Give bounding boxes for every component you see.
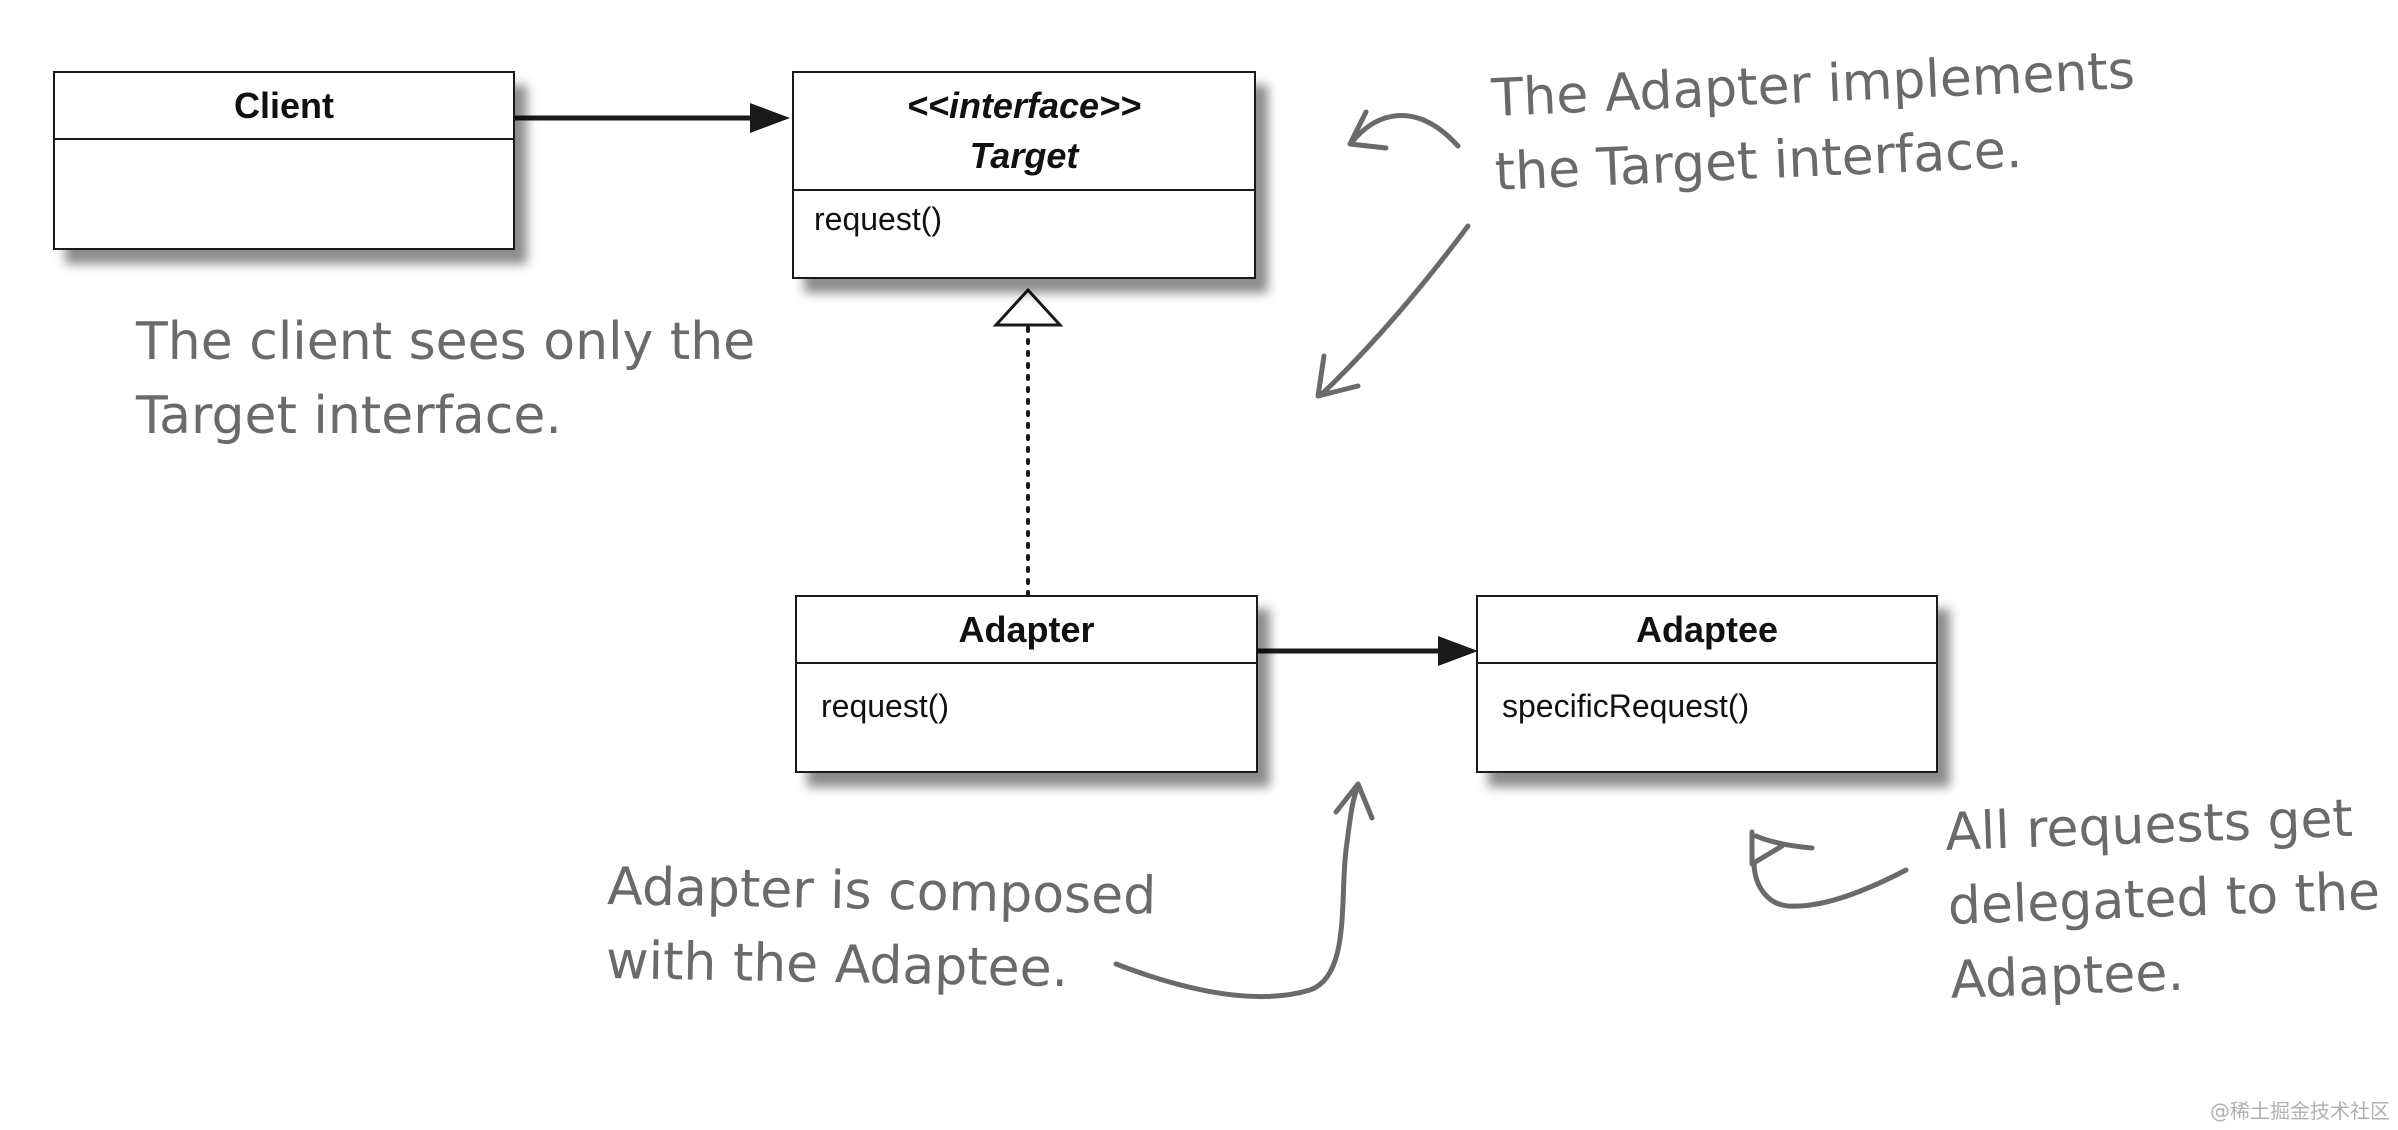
target-stereotype: <<interface>> [906,85,1142,126]
adapter-method-request: request() [821,688,950,724]
watermark: @稀土掘金技术社区 [2210,1099,2390,1123]
target-interface-name: Target [969,135,1079,176]
composed-curved-arrowhead [1333,781,1375,821]
adapter-class-header: Adapter [797,597,1256,664]
adapter-class-name: Adapter [958,608,1095,650]
composed-note-line-2: with the Adaptee. [605,930,1069,1000]
implements-curved-arrowhead [1347,109,1389,151]
implements-diagonal-arrowhead [1315,353,1361,399]
client-class-header: Client [55,73,513,140]
implements-diagonal-arrow [1319,223,1471,397]
delegated-curved-arrowhead [1749,829,1785,867]
adapter-to-adaptee-arrowhead [1438,636,1478,666]
delegated-arrow-stub [1753,833,1815,851]
client-class-body [55,140,513,168]
adapter-class-methods: request() [797,664,1256,749]
adaptee-class-methods: specificRequest() [1478,664,1936,749]
implements-curved-arrow [1349,113,1461,149]
target-interface-header: <<interface>> Target [794,73,1254,191]
adaptee-class-name: Adaptee [1635,608,1779,650]
client-note-line-2: Target interface. [136,386,562,446]
client-note-line-1: The client sees only the [136,312,756,372]
adapter-class-box: Adapter request() [795,595,1258,773]
target-interface-box: <<interface>> Target request() [792,71,1256,279]
composed-curved-arrow [1113,783,1361,1000]
adaptee-method-specific-request: specificRequest() [1502,688,1750,724]
client-class-box: Client [53,71,515,250]
client-to-target-arrowhead [750,103,790,133]
composed-note-line-1: Adapter is composed [606,856,1157,927]
adaptee-class-box: Adaptee specificRequest() [1476,595,1938,773]
realization-hollow-triangle [992,287,1064,327]
adaptee-class-header: Adaptee [1478,597,1936,664]
target-method-request: request() [814,201,943,237]
delegated-curved-arrow [1751,859,1909,909]
delegated-note-line-3: Adaptee. [1949,942,2185,1011]
delegated-note-line-2: delegated to the [1946,861,2381,937]
target-interface-methods: request() [794,191,1254,248]
client-class-name: Client [233,84,334,126]
